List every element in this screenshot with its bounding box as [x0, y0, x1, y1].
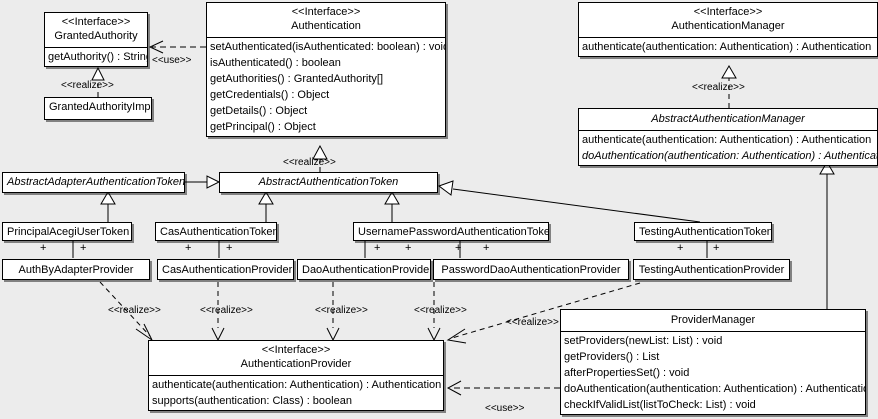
assoc-marker: +	[483, 242, 490, 254]
method-row: isAuthenticated() : boolean	[210, 57, 341, 69]
class-header: <<Interface>> AuthenticationManager	[579, 3, 877, 37]
class-header: AbstractAuthenticationManager	[579, 109, 877, 130]
class-authentication[interactable]: <<Interface>> Authentication setAuthenti…	[206, 2, 446, 137]
class-password-dao-authentication-provider[interactable]: PasswordDaoAuthenticationProvider	[433, 259, 629, 280]
edge-label-use-provider-manager: <<use>>	[485, 403, 525, 414]
class-username-password-authentication-token[interactable]: UsernamePasswordAuthenticationToken	[353, 222, 549, 241]
method-row: doAuthentication(authentication: Authent…	[582, 150, 878, 162]
class-name: ProviderManager	[670, 314, 756, 326]
assoc-marker: +	[80, 242, 87, 254]
method-row: getProviders() : List	[564, 351, 660, 363]
methods-compartment: setProviders(newList: List) : void getPr…	[561, 331, 865, 414]
assoc-marker: +	[677, 242, 684, 254]
method-row: authenticate(authentication: Authenticat…	[582, 134, 872, 146]
class-cas-authentication-provider[interactable]: CasAuthenticationProvider	[157, 259, 294, 280]
edge-label-realize-testing-provider: <<realize>>	[506, 317, 559, 328]
class-abstract-authentication-manager[interactable]: AbstractAuthenticationManager authentica…	[578, 108, 878, 166]
method-row: getAuthority() : String	[48, 51, 148, 63]
method-row: getAuthorities() : GrantedAuthority[]	[210, 73, 384, 85]
class-name: GrantedAuthorityImpl	[49, 101, 152, 113]
edge-label-use-authentication-granted-authority: <<use>>	[152, 55, 192, 66]
class-name: TestingAuthenticationProvider	[638, 264, 785, 276]
edge-label-realize-granted-authority-impl: <<realize>>	[61, 80, 114, 91]
class-name: AuthByAdapterProvider	[18, 264, 134, 276]
edge-label-realize-authentication-token: <<realize>>	[283, 157, 336, 168]
method-row: afterPropertiesSet() : void	[564, 367, 690, 379]
assoc-marker: +	[455, 242, 462, 254]
methods-compartment: authenticate(authentication: Authenticat…	[579, 37, 877, 56]
method-row: supports(authentication: Class) : boolea…	[152, 395, 352, 407]
class-header: ProviderManager	[561, 310, 865, 331]
methods-compartment: setAuthenticated(isAuthenticated: boolea…	[207, 37, 445, 136]
method-row: setProviders(newList: List) : void	[564, 335, 723, 347]
edge-label-realize-dao-provider: <<realize>>	[315, 305, 368, 316]
assoc-marker: +	[713, 242, 720, 254]
class-header: <<Interface>> AuthenticationProvider	[149, 341, 443, 375]
class-abstract-adapter-authentication-token[interactable]: AbstractAdapterAuthenticationToken	[2, 172, 185, 193]
class-name: DaoAuthenticationProvider	[302, 264, 431, 276]
stereotype-label: <<Interface>>	[261, 344, 331, 356]
assoc-marker: +	[374, 242, 381, 254]
method-row: authenticate(authentication: Authenticat…	[152, 379, 442, 391]
class-name: AuthenticationManager	[671, 20, 785, 32]
method-row: getDetails() : Object	[210, 105, 308, 117]
method-row: doAuthentication(authentication: Authent…	[564, 383, 866, 395]
class-name: AuthenticationProvider	[240, 358, 352, 370]
class-authentication-provider[interactable]: <<Interface>> AuthenticationProvider aut…	[148, 340, 444, 411]
class-auth-by-adapter-provider[interactable]: AuthByAdapterProvider	[2, 259, 150, 280]
class-name: TestingAuthenticationToken	[639, 226, 772, 238]
class-name: UsernamePasswordAuthenticationToken	[358, 226, 549, 238]
stereotype-label: <<Interface>>	[693, 6, 763, 18]
class-authentication-manager[interactable]: <<Interface>> AuthenticationManager auth…	[578, 2, 878, 57]
class-name: CasAuthenticationProvider	[162, 264, 293, 276]
class-abstract-authentication-token[interactable]: AbstractAuthenticationToken	[219, 172, 438, 193]
class-name: PasswordDaoAuthenticationProvider	[441, 264, 621, 276]
edge-label-realize-authentication-manager: <<realize>>	[692, 82, 745, 93]
edge-label-realize-password-dao-provider: <<realize>>	[414, 305, 467, 316]
method-row: authenticate(authentication: Authenticat…	[582, 41, 872, 53]
class-name: AbstractAuthenticationManager	[651, 113, 805, 125]
class-cas-authentication-token[interactable]: CasAuthenticationToken	[155, 222, 277, 241]
class-granted-authority-impl[interactable]: GrantedAuthorityImpl	[44, 97, 152, 120]
edge-label-realize-cas-provider: <<realize>>	[200, 305, 253, 316]
assoc-marker: +	[226, 242, 233, 254]
assoc-marker: +	[40, 242, 47, 254]
method-row: getCredentials() : Object	[210, 89, 330, 101]
stereotype-label: <<Interface>>	[291, 6, 361, 18]
methods-compartment: authenticate(authentication: Authenticat…	[149, 375, 443, 410]
class-name: AbstractAdapterAuthenticationToken	[7, 176, 185, 188]
method-row: checkIfValidList(listToCheck: List) : vo…	[564, 399, 756, 411]
class-dao-authentication-provider[interactable]: DaoAuthenticationProvider	[297, 259, 431, 280]
class-granted-authority[interactable]: <<Interface>> GrantedAuthority getAuthor…	[44, 12, 148, 67]
assoc-marker: +	[405, 242, 412, 254]
class-header: <<Interface>> GrantedAuthority	[45, 13, 147, 47]
methods-compartment: getAuthority() : String	[45, 47, 147, 66]
method-row: getPrincipal() : Object	[210, 121, 316, 133]
method-row: setAuthenticated(isAuthenticated: boolea…	[210, 41, 446, 53]
class-header: <<Interface>> Authentication	[207, 3, 445, 37]
class-name: GrantedAuthority	[54, 30, 138, 42]
edge-label-realize-auth-by-adapter-provider: <<realize>>	[108, 305, 161, 316]
class-testing-authentication-token[interactable]: TestingAuthenticationToken	[634, 222, 772, 241]
class-principal-acegi-user-token[interactable]: PrincipalAcegiUserToken	[2, 222, 132, 241]
class-name: CasAuthenticationToken	[160, 226, 277, 238]
class-name: AbstractAuthenticationToken	[258, 176, 399, 188]
assoc-marker: +	[185, 242, 192, 254]
class-testing-authentication-provider[interactable]: TestingAuthenticationProvider	[633, 259, 790, 280]
class-name: PrincipalAcegiUserToken	[7, 226, 130, 238]
stereotype-label: <<Interface>>	[61, 16, 131, 28]
class-provider-manager[interactable]: ProviderManager setProviders(newList: Li…	[560, 309, 866, 415]
class-name: Authentication	[291, 20, 361, 32]
methods-compartment: authenticate(authentication: Authenticat…	[579, 130, 877, 165]
